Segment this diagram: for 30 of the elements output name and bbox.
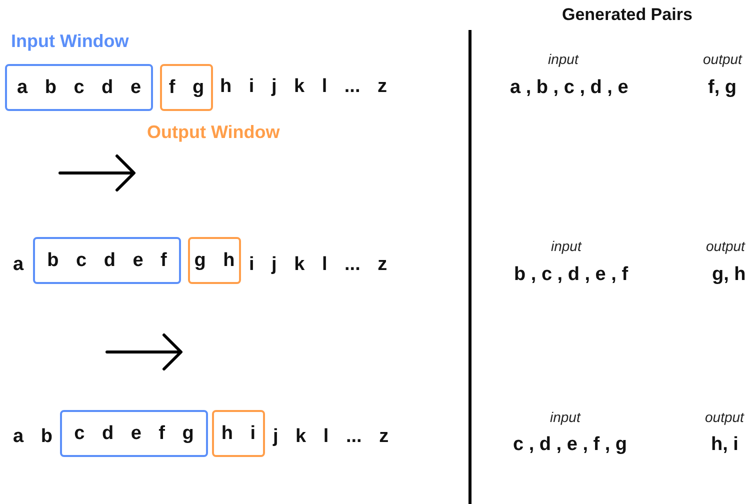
column-label: output (703, 51, 742, 67)
letter-sequence: a b (13, 426, 52, 448)
letter-sequence: h i (221, 422, 256, 444)
window-box (60, 410, 208, 457)
column-label: input (551, 238, 582, 254)
pair-value: c , d , e , f , g (513, 434, 628, 456)
column-label: input (548, 51, 578, 67)
pair-value: f, g (708, 77, 736, 99)
window-heading: Input Window (11, 31, 129, 52)
window-heading: Output Window (147, 122, 280, 143)
letter-sequence: j k l ... z (273, 426, 389, 448)
window-box (212, 410, 265, 457)
pair-value: h, i (711, 434, 738, 456)
column-label: output (706, 238, 745, 254)
column-label: input (550, 409, 580, 425)
letter-sequence: a (13, 254, 24, 276)
letter-sequence: b c d e f (47, 250, 167, 272)
letter-sequence: f g (168, 76, 204, 98)
letter-sequence: h i j k l ... z (220, 76, 388, 98)
letter-sequence: a b c d e (16, 76, 142, 98)
letter-sequence: c d e f g (74, 422, 194, 444)
letter-sequence: i j k l ... z (249, 254, 388, 276)
letter-sequence: g h (194, 250, 235, 272)
pair-value: a , b , c , d , e (510, 77, 628, 99)
section-heading: Generated Pairs (562, 5, 692, 25)
pair-value: b , c , d , e , f (514, 264, 628, 286)
pair-value: g, h (712, 264, 746, 286)
window-box (33, 237, 181, 284)
column-label: output (705, 409, 744, 425)
window-box (188, 237, 241, 284)
